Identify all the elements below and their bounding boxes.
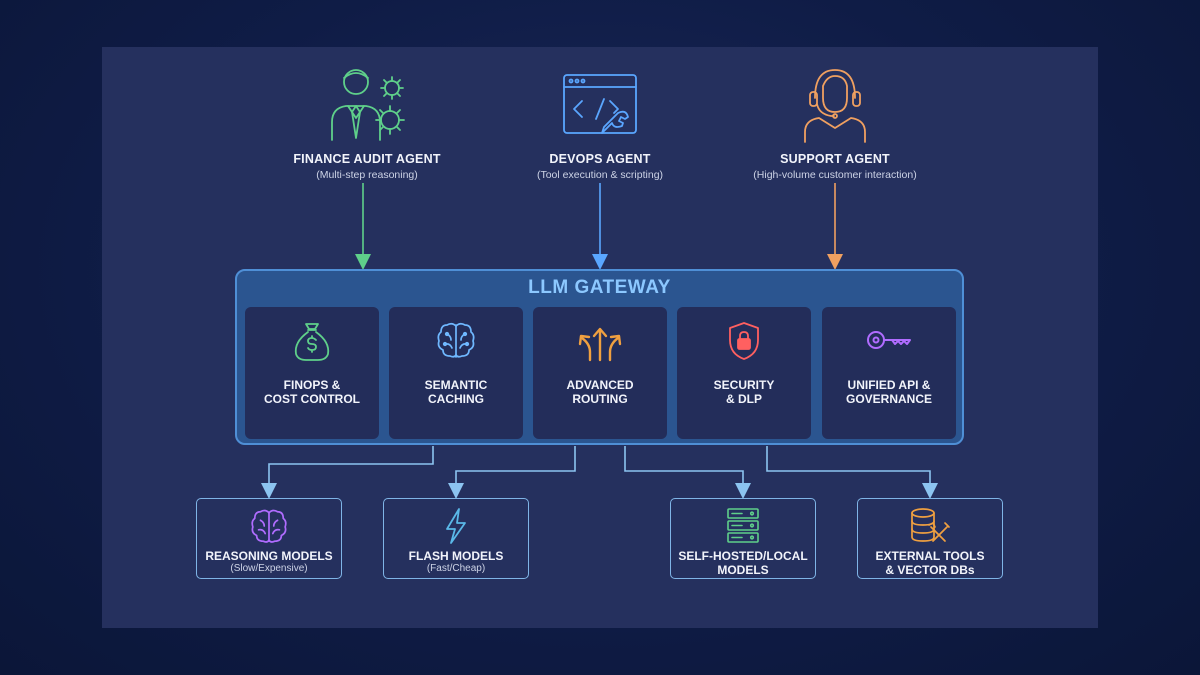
target-flash-models: FLASH MODELS (Fast/Cheap) — [383, 498, 529, 579]
devops-agent: DEVOPS AGENT (Tool execution & scripting… — [470, 71, 730, 181]
agent-subtitle: (Multi-step reasoning) — [316, 169, 418, 181]
target-external-tools: EXTERNAL TOOLS& VECTOR DBs — [857, 498, 1003, 579]
shield-lock-icon — [729, 322, 759, 360]
target-label: REASONING MODELS — [205, 549, 333, 563]
gateway-title: LLM GATEWAY — [528, 277, 671, 298]
code-window-wrench-icon — [563, 74, 637, 134]
headset-person-icon — [804, 69, 866, 143]
key-icon — [867, 331, 911, 349]
module-finops: FINOPS &COST CONTROL — [245, 307, 379, 439]
server-rack-icon — [727, 508, 759, 543]
target-subtitle: (Fast/Cheap) — [426, 563, 486, 574]
lightning-icon — [446, 508, 466, 544]
reasoning-connector — [261, 446, 434, 499]
module-label: SECURITY& DLP — [713, 378, 775, 406]
database-tools-icon — [911, 508, 950, 542]
businessman-gears-icon — [331, 69, 405, 141]
target-label: EXTERNAL TOOLS& VECTOR DBs — [875, 549, 985, 577]
money-bag-icon — [294, 323, 330, 361]
brain-icon — [437, 322, 475, 358]
selfhosted-connector — [624, 446, 751, 499]
target-reasoning-models: REASONING MODELS (Slow/Expensive) — [196, 498, 342, 579]
module-unified-api: UNIFIED API &GOVERNANCE — [822, 307, 956, 439]
finance-audit-agent: FINANCE AUDIT AGENT (Multi-step reasonin… — [237, 64, 497, 181]
agent-subtitle: (High-volume customer interaction) — [753, 169, 917, 181]
llm-gateway: LLM GATEWAY FINOPS &COST CONTROL SEMANTI… — [235, 269, 964, 445]
agent-title: DEVOPS AGENT — [549, 152, 651, 166]
agent-title: FINANCE AUDIT AGENT — [293, 152, 441, 166]
module-security-dlp: SECURITY& DLP — [677, 307, 811, 439]
agent-title: SUPPORT AGENT — [780, 152, 890, 166]
module-label: FINOPS &COST CONTROL — [264, 378, 360, 406]
agent-subtitle: (Tool execution & scripting) — [536, 169, 664, 181]
target-label: FLASH MODELS — [408, 549, 504, 563]
brain-icon — [251, 509, 287, 543]
external-connector — [766, 446, 938, 499]
split-arrows-icon — [578, 327, 622, 362]
module-label: UNIFIED API &GOVERNANCE — [845, 378, 932, 406]
target-subtitle: (Slow/Expensive) — [230, 563, 308, 574]
support-agent: SUPPORT AGENT (High-volume customer inte… — [705, 64, 965, 181]
flash-connector — [448, 446, 576, 499]
